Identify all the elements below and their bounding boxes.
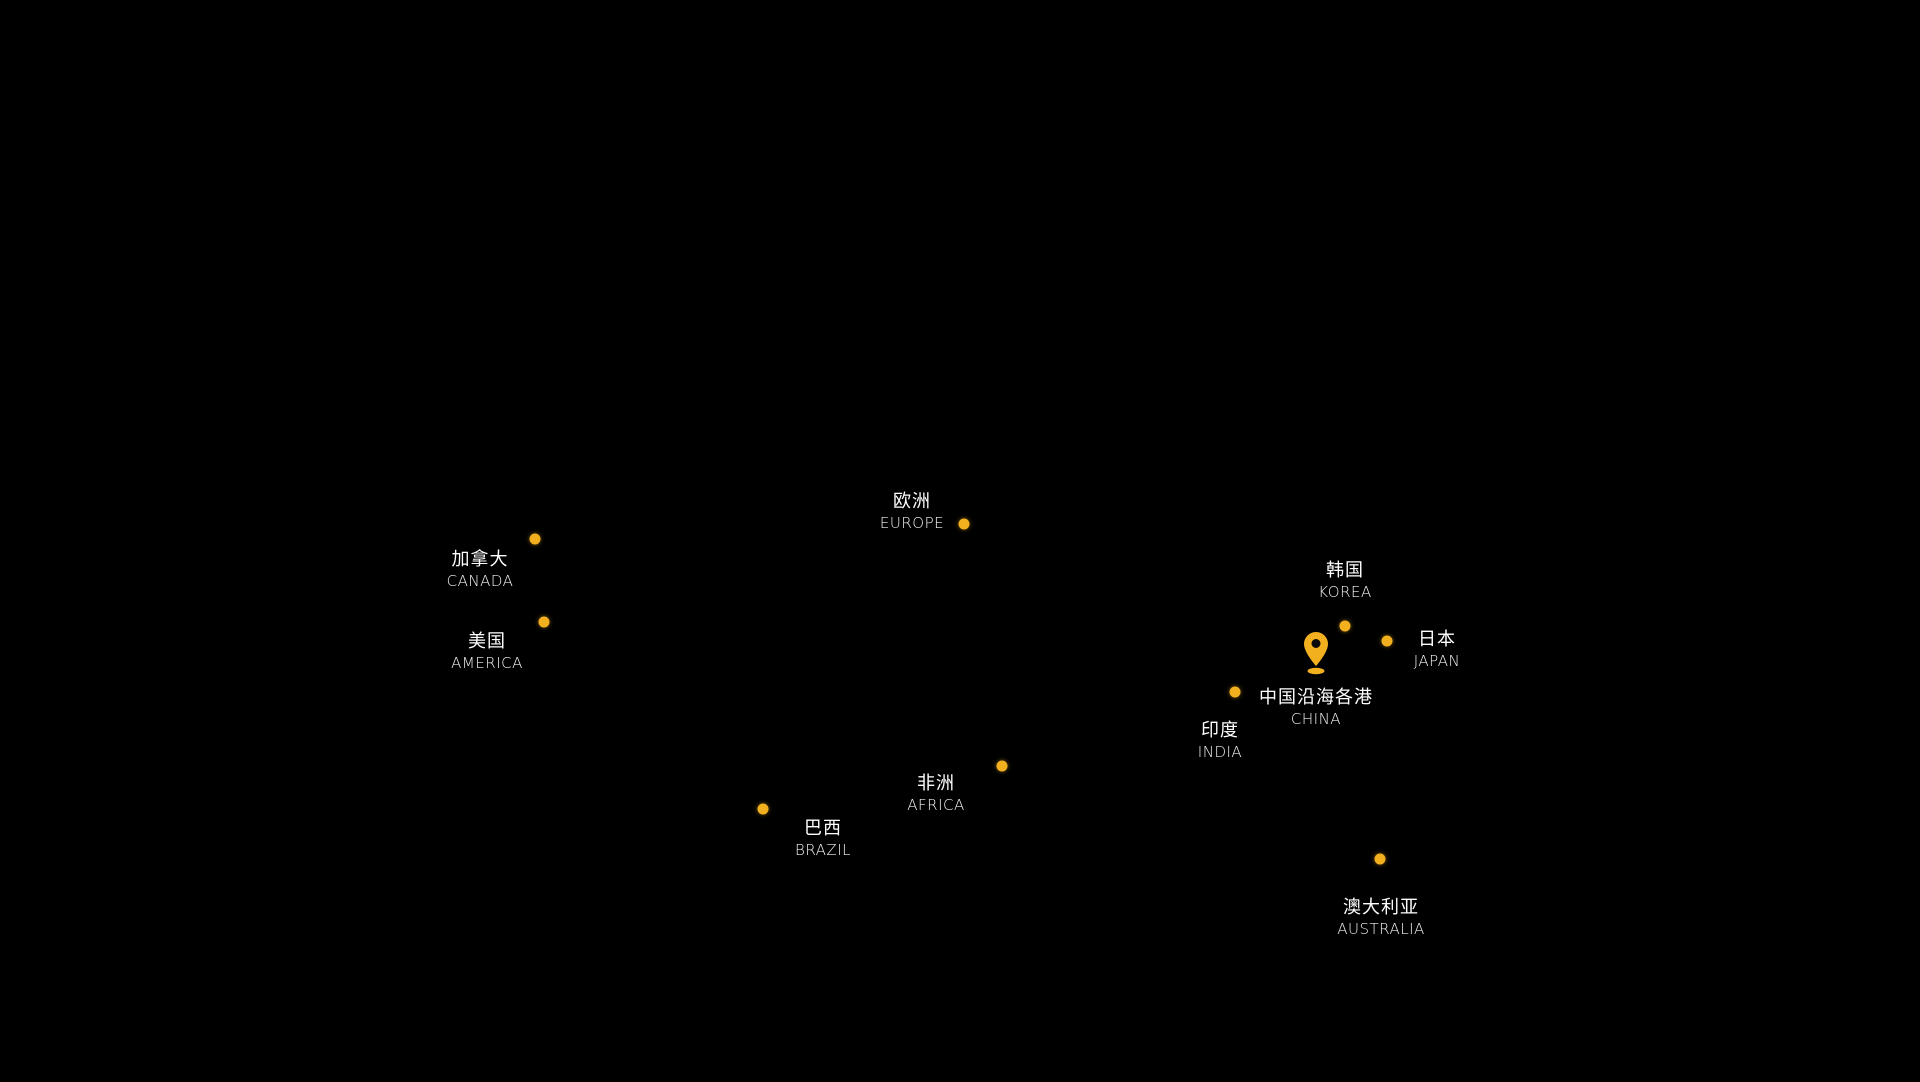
port-dot-icon[interactable] — [958, 518, 970, 530]
location-name-cn: 澳大利亚 — [1342, 897, 1419, 918]
location-name-en: CANADA — [446, 572, 514, 590]
location-name-cn: 巴西 — [804, 818, 842, 839]
location-name-cn: 美国 — [467, 631, 506, 652]
port-dot-icon[interactable] — [1374, 853, 1386, 865]
location-name-cn: 欧洲 — [893, 491, 931, 512]
location-label: 澳大利亚 AUSTRALIA — [1337, 897, 1425, 939]
location-label: 加拿大 CANADA — [447, 549, 514, 591]
location-name-cn: 非洲 — [916, 773, 955, 794]
port-dot-icon[interactable] — [757, 803, 769, 815]
port-dot-icon[interactable] — [529, 533, 541, 545]
location-name-en: BRAZIL — [795, 841, 851, 859]
location-pin-icon[interactable] — [1299, 630, 1333, 676]
port-dot-icon[interactable] — [1339, 620, 1351, 632]
location-label: 印度 INDIA — [1198, 720, 1242, 762]
port-dot-icon[interactable] — [1381, 635, 1393, 647]
port-dot-icon[interactable] — [996, 760, 1008, 772]
port-dot-icon[interactable] — [1229, 686, 1241, 698]
location-name-en: INDIA — [1197, 743, 1243, 761]
location-name-en: KOREA — [1318, 583, 1372, 601]
location-label: 非洲 AFRICA — [907, 773, 964, 815]
location-name-en: EUROPE — [879, 514, 945, 532]
location-name-cn: 中国沿海各港 — [1259, 687, 1373, 708]
location-name-cn: 印度 — [1200, 720, 1239, 741]
location-name-cn: 日本 — [1418, 629, 1456, 650]
location-name-en: AFRICA — [907, 796, 965, 814]
location-label: 韩国 KOREA — [1318, 560, 1371, 602]
location-name-cn: 韩国 — [1325, 560, 1364, 581]
location-label: 日本 JAPAN — [1414, 629, 1461, 671]
location-label: 欧洲 EUROPE — [880, 491, 944, 533]
location-label: 巴西 BRAZIL — [795, 818, 851, 860]
location-label: 中国沿海各港 CHINA — [1259, 687, 1373, 729]
location-name-cn: 加拿大 — [451, 549, 509, 570]
location-label: 美国 AMERICA — [451, 631, 523, 673]
location-name-en: JAPAN — [1413, 652, 1461, 670]
location-name-en: CHINA — [1290, 710, 1342, 728]
port-dot-icon[interactable] — [538, 616, 550, 628]
location-name-en: AMERICA — [451, 654, 523, 672]
location-name-en: AUSTRALIA — [1337, 920, 1425, 938]
